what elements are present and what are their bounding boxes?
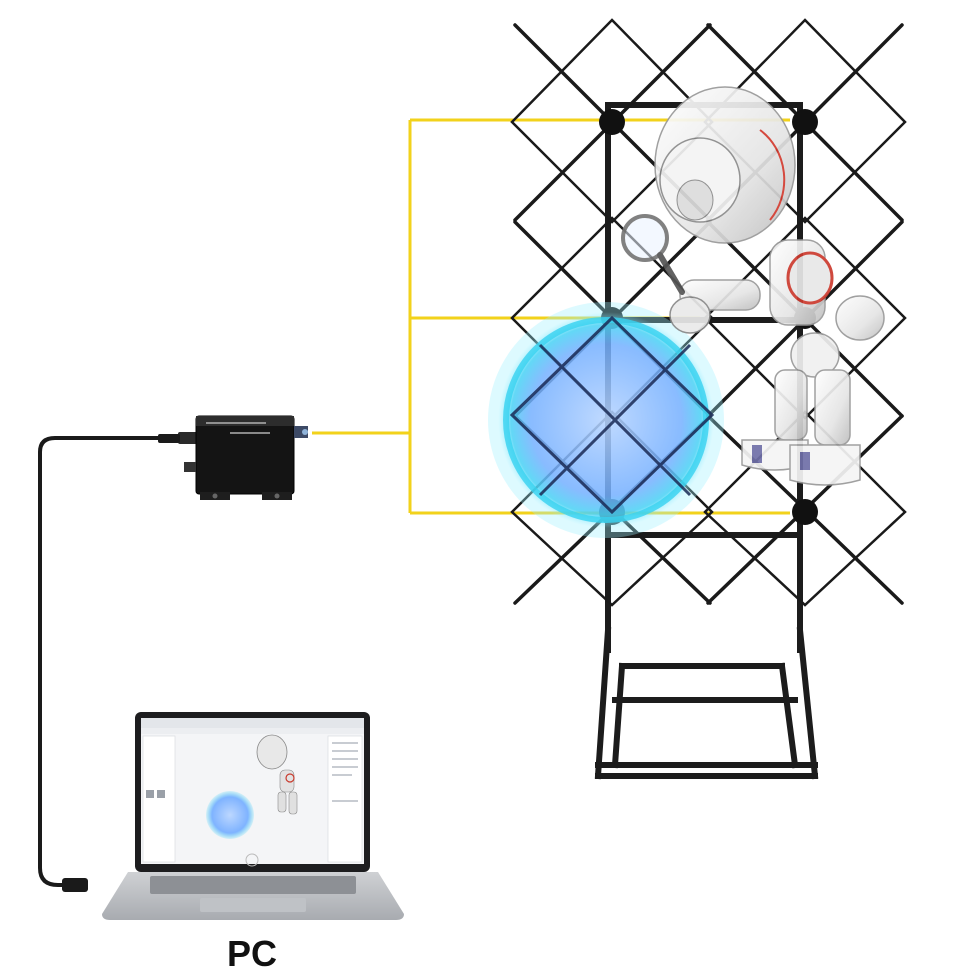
pc-label: PC: [227, 933, 277, 974]
robot-figure-icon: [621, 86, 885, 486]
laptop-screen: [141, 718, 364, 864]
usb-plug-controller: [158, 434, 180, 443]
usb-plug-laptop: [62, 878, 88, 892]
usb-cable: [38, 436, 180, 887]
screen-robot: [256, 734, 298, 815]
controller-box-icon: [178, 415, 308, 500]
laptop-icon: [102, 712, 404, 920]
screen-globe: [206, 791, 254, 839]
hologram-globe-icon: [488, 302, 724, 538]
